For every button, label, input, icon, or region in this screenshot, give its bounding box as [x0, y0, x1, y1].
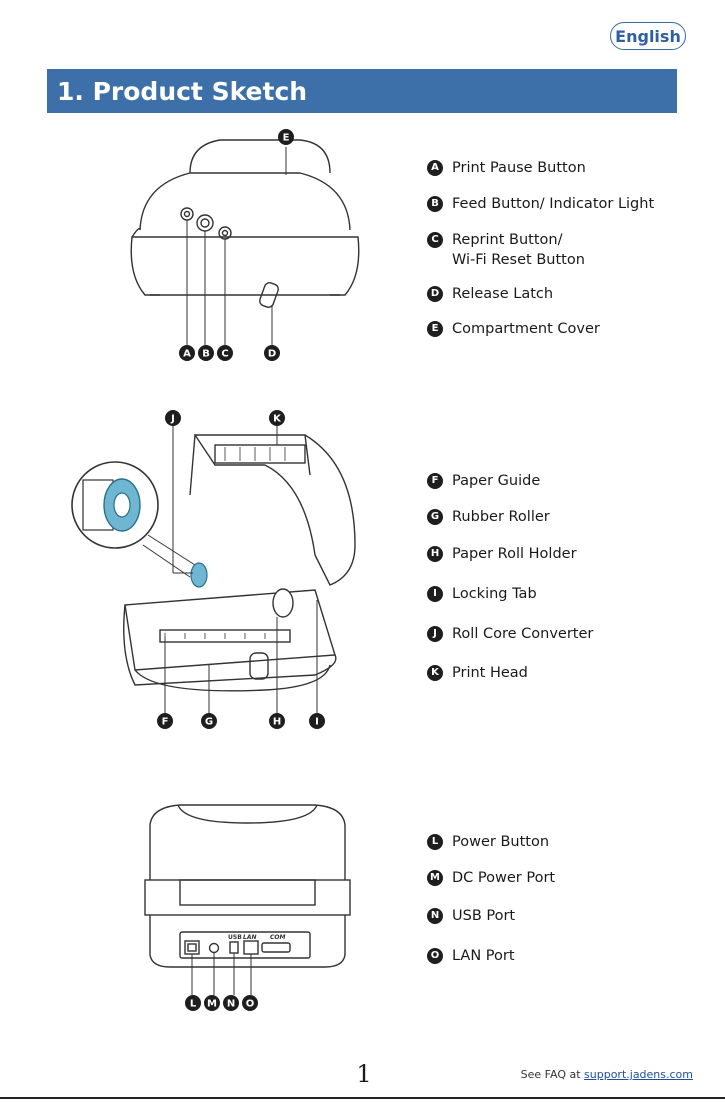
legend-label: Rubber Roller	[452, 509, 550, 525]
legend-item: N USB Port	[427, 906, 555, 926]
faq-note: See FAQ at support.jadens.com	[521, 1068, 693, 1081]
legend-section-1: A Print Pause Button B Feed Button/ Indi…	[427, 158, 654, 339]
svg-text:B: B	[202, 349, 210, 360]
printer-closed-sketch: E A B C D	[130, 129, 360, 361]
section-title: 1. Product Sketch	[47, 69, 677, 113]
com-label: COM	[270, 934, 286, 941]
legend-item: H Paper Roll Holder	[427, 544, 593, 564]
letter-badge: H	[427, 546, 443, 562]
legend-label: Release Latch	[452, 286, 554, 302]
page-number: 1	[356, 1060, 372, 1088]
callout-G: G	[201, 713, 217, 729]
letter-badge: J	[427, 626, 443, 642]
faq-prefix: See FAQ at	[520, 1068, 581, 1081]
callout-B: B	[198, 345, 214, 361]
legend-item: K Print Head	[427, 663, 593, 683]
legend-item: O LAN Port	[427, 946, 555, 966]
letter-badge: M	[427, 870, 443, 886]
legend-label: Locking Tab	[452, 586, 537, 602]
letter-badge: G	[427, 509, 443, 525]
legend-item: I Locking Tab	[427, 584, 593, 604]
callout-I: I	[309, 713, 325, 729]
letter-badge: I	[427, 586, 443, 602]
legend-item: E Compartment Cover	[427, 319, 654, 339]
callout-C: C	[217, 345, 233, 361]
lan-label: LAN	[243, 934, 257, 941]
support-link[interactable]: support.jadens.com	[584, 1068, 693, 1081]
letter-badge: A	[427, 160, 443, 176]
callout-K: K	[269, 410, 285, 426]
letter-badge: O	[427, 948, 443, 964]
legend-label: LAN Port	[452, 948, 515, 964]
letter-badge: B	[427, 196, 443, 212]
legend-label: Power Button	[452, 834, 550, 850]
svg-text:O: O	[246, 999, 255, 1010]
legend-label: Print Pause Button	[452, 160, 586, 176]
letter-badge: F	[427, 473, 443, 489]
roll-core-converter-detail	[71, 461, 196, 578]
legend-label: Roll Core Converter	[452, 626, 594, 642]
svg-text:D: D	[268, 349, 276, 360]
svg-text:M: M	[207, 999, 217, 1010]
legend-item: B Feed Button/ Indicator Light	[427, 194, 654, 214]
printer-open-sketch: J K F G H I	[71, 410, 356, 729]
legend-label: Paper Roll Holder	[452, 546, 577, 562]
svg-text:F: F	[162, 717, 169, 728]
printer-rear-sketch: USB LAN COM L M N O	[144, 804, 351, 1011]
legend-label: Feed Button/ Indicator Light	[452, 196, 655, 212]
footer-divider	[0, 1097, 725, 1099]
legend-section-2: F Paper Guide G Rubber Roller H Paper Ro…	[427, 471, 593, 683]
letter-badge: D	[427, 286, 443, 302]
legend-item: J Roll Core Converter	[427, 624, 593, 644]
legend-label: Print Head	[452, 665, 528, 681]
legend-item: A Print Pause Button	[427, 158, 654, 178]
legend-item: F Paper Guide	[427, 471, 593, 491]
legend-label: USB Port	[452, 908, 516, 924]
legend-item: G Rubber Roller	[427, 507, 593, 527]
callout-M: M	[204, 995, 220, 1011]
svg-text:G: G	[205, 717, 213, 728]
legend-item: L Power Button	[427, 832, 555, 852]
letter-badge: N	[427, 908, 443, 924]
svg-text:N: N	[227, 999, 235, 1010]
legend-label: DC Power Port	[452, 870, 556, 886]
legend-label: Reprint Button/ Wi-Fi Reset Button	[452, 232, 585, 268]
svg-text:J: J	[170, 414, 175, 425]
svg-text:K: K	[273, 414, 282, 425]
callout-D: D	[264, 345, 280, 361]
callout-F: F	[157, 713, 173, 729]
letter-badge: C	[427, 232, 443, 248]
letter-badge: L	[427, 834, 443, 850]
legend-item: D Release Latch	[427, 284, 654, 304]
callout-J: J	[165, 410, 181, 426]
letter-badge: E	[427, 321, 443, 337]
svg-text:I: I	[315, 717, 319, 728]
svg-text:H: H	[273, 717, 281, 728]
legend-label: Compartment Cover	[452, 321, 600, 337]
usb-label: USB	[228, 934, 242, 941]
legend-item: C Reprint Button/ Wi-Fi Reset Button	[427, 230, 654, 270]
callout-L: L	[185, 995, 201, 1011]
callout-N: N	[223, 995, 239, 1011]
svg-text:A: A	[183, 349, 191, 360]
legend-section-3: L Power Button M DC Power Port N USB Por…	[427, 832, 555, 966]
callout-A: A	[179, 345, 195, 361]
letter-badge: K	[427, 665, 443, 681]
callout-E: E	[278, 129, 294, 145]
legend-item: M DC Power Port	[427, 868, 555, 888]
language-badge[interactable]: English	[610, 22, 686, 50]
svg-text:L: L	[190, 999, 197, 1010]
svg-text:C: C	[221, 349, 228, 360]
callout-H: H	[269, 713, 285, 729]
legend-label: Paper Guide	[452, 473, 541, 489]
svg-text:E: E	[283, 133, 290, 144]
callout-O: O	[242, 995, 258, 1011]
